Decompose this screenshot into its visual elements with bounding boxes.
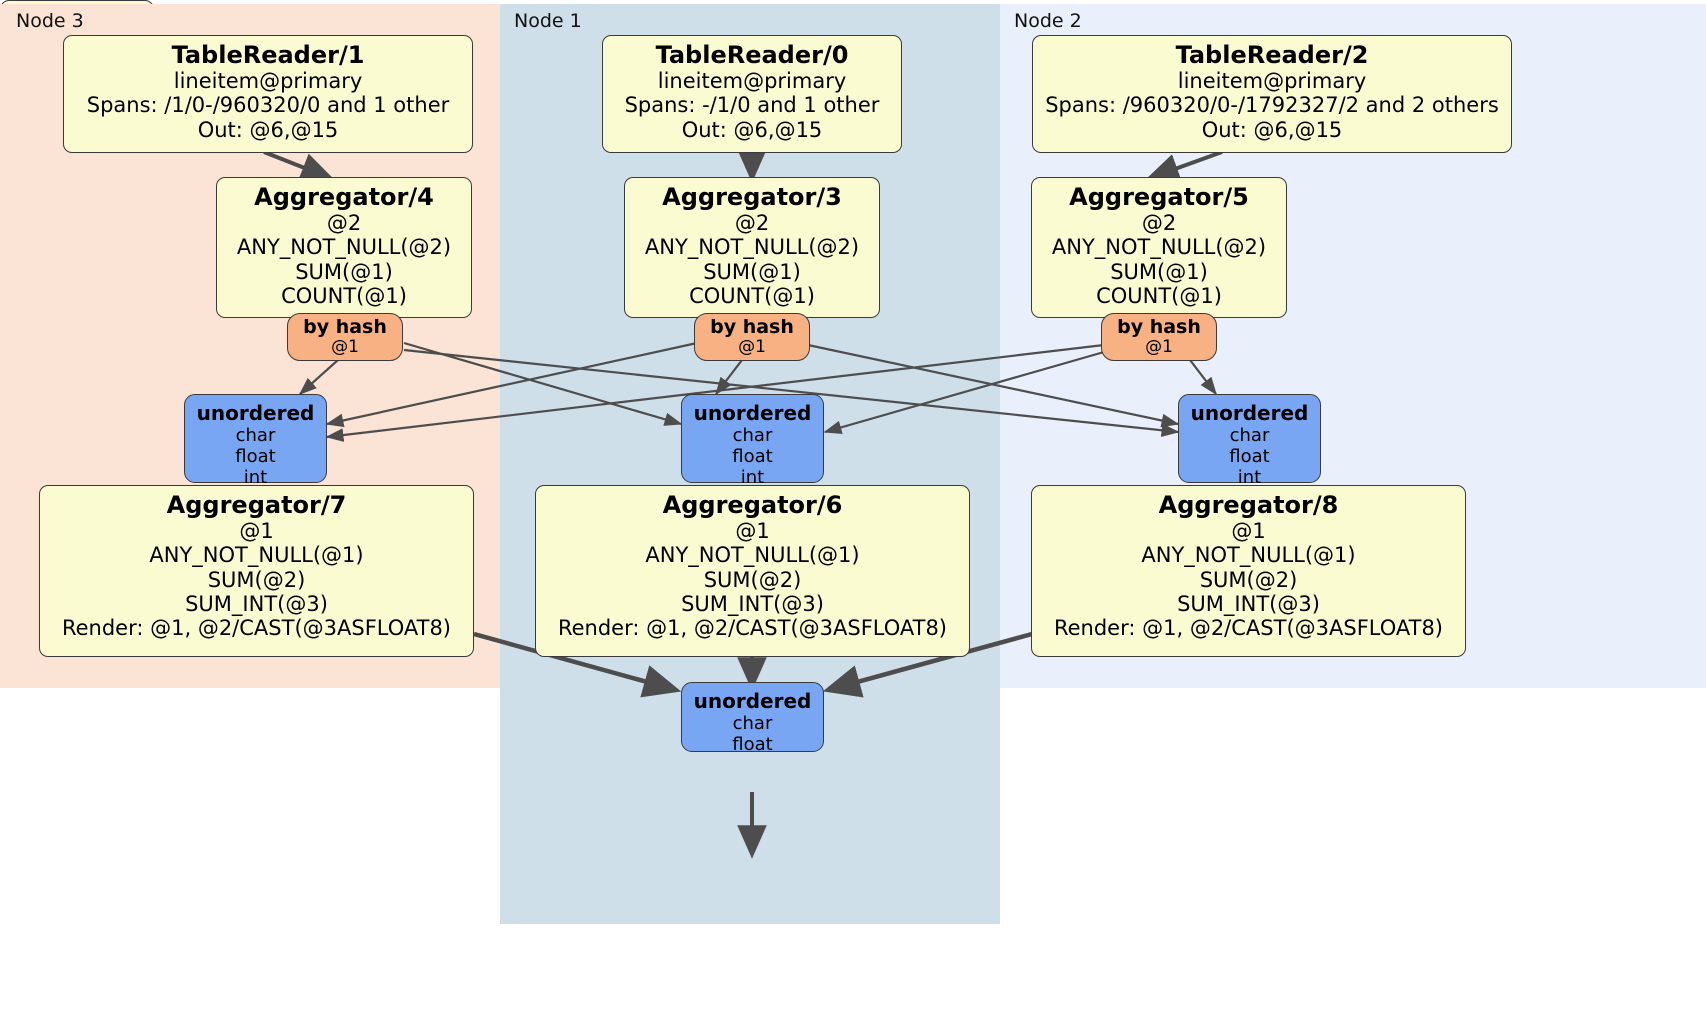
processor-line: COUNT(@1) (1096, 283, 1222, 308)
processor-line: @1 (735, 518, 770, 543)
processor-line: SUM(@1) (1110, 259, 1208, 284)
processor-title: Aggregator/4 (254, 183, 434, 211)
processor-title: TableReader/2 (1175, 41, 1369, 69)
router-by-hash-node3[interactable]: by hash @1 (287, 313, 403, 361)
processor-line: ANY_NOT_NULL(@1) (149, 543, 364, 568)
processor-line: @2 (326, 210, 362, 235)
synchronizer-unordered-final[interactable]: unordered char float (681, 682, 824, 756)
synchronizer-unordered-node2[interactable]: unordered char float int (1178, 394, 1321, 488)
processor-title: Aggregator/8 (1158, 491, 1339, 519)
sync-line: int (243, 467, 268, 489)
router-by-hash-node1[interactable]: by hash @1 (694, 313, 810, 361)
sync-title: unordered (693, 689, 812, 713)
router-line: @1 (738, 336, 766, 357)
processor-line: Render: @1, @2/CAST(@3ASFLOAT8) (61, 616, 452, 641)
processor-line: @1 (239, 518, 274, 543)
processor-line: SUM(@2) (1199, 567, 1298, 592)
processor-line: SUM(@1) (295, 259, 393, 284)
sync-line: char (732, 713, 773, 734)
sync-line: char (1229, 425, 1270, 446)
processor-line: Spans: /960320/0-/1792327/2 and 2 others (1045, 93, 1499, 118)
processor-line: SUM_INT(@3) (185, 591, 328, 616)
processor-line: @2 (1141, 210, 1177, 235)
processor-line: Out: @6,@15 (1201, 117, 1343, 142)
processor-line: lineitem@primary (173, 68, 363, 93)
router-by-hash-node2[interactable]: by hash @1 (1101, 313, 1217, 361)
processor-line: ANY_NOT_NULL(@1) (1141, 543, 1356, 568)
processor-line: Spans: -/1/0 and 1 other (624, 93, 880, 118)
processor-line: COUNT(@1) (689, 283, 815, 308)
sync-line: int (1237, 467, 1262, 489)
processor-line: lineitem@primary (1177, 68, 1367, 93)
processor-line: SUM(@2) (207, 567, 306, 592)
processor-title: Aggregator/7 (166, 491, 347, 519)
processor-aggregator-5[interactable]: Aggregator/5 @2 ANY_NOT_NULL(@2) SUM(@1)… (1031, 177, 1287, 318)
sync-line: float (732, 734, 773, 756)
processor-line: ANY_NOT_NULL(@2) (644, 235, 860, 260)
processor-line: lineitem@primary (657, 68, 847, 93)
processor-line: SUM_INT(@3) (681, 591, 824, 616)
sync-line: float (1229, 446, 1270, 468)
router-title: by hash (303, 316, 387, 339)
processor-line: Out: @6,@15 (197, 117, 339, 142)
processor-line: ANY_NOT_NULL(@1) (645, 543, 860, 568)
synchronizer-unordered-node3[interactable]: unordered char float int (184, 394, 327, 488)
region-label-node-3: Node 3 (16, 10, 84, 32)
processor-line: SUM(@2) (703, 567, 802, 592)
processor-aggregator-6[interactable]: Aggregator/6 @1 ANY_NOT_NULL(@1) SUM(@2)… (535, 485, 970, 657)
processor-tablereader-2[interactable]: TableReader/2 lineitem@primary Spans: /9… (1032, 35, 1512, 153)
sync-title: unordered (1190, 401, 1309, 425)
sync-line: int (740, 467, 765, 489)
processor-aggregator-7[interactable]: Aggregator/7 @1 ANY_NOT_NULL(@1) SUM(@2)… (39, 485, 474, 657)
processor-line: SUM_INT(@3) (1177, 591, 1320, 616)
synchronizer-unordered-node1[interactable]: unordered char float int (681, 394, 824, 488)
processor-line: ANY_NOT_NULL(@2) (236, 235, 452, 260)
processor-line: Render: @1, @2/CAST(@3ASFLOAT8) (1053, 616, 1444, 641)
sync-line: char (235, 425, 276, 446)
processor-tablereader-0[interactable]: TableReader/0 lineitem@primary Spans: -/… (602, 35, 902, 153)
processor-line: @1 (1231, 518, 1266, 543)
processor-title: Aggregator/6 (662, 491, 843, 519)
router-line: @1 (331, 336, 359, 357)
router-title: by hash (710, 316, 794, 339)
processor-title: TableReader/1 (171, 41, 365, 69)
processor-title: TableReader/0 (655, 41, 849, 69)
processor-line: @2 (734, 210, 770, 235)
processor-aggregator-8[interactable]: Aggregator/8 @1 ANY_NOT_NULL(@1) SUM(@2)… (1031, 485, 1466, 657)
processor-tablereader-1[interactable]: TableReader/1 lineitem@primary Spans: /1… (63, 35, 473, 153)
sync-line: char (732, 425, 773, 446)
processor-line: COUNT(@1) (281, 283, 407, 308)
processor-line: ANY_NOT_NULL(@2) (1051, 235, 1267, 260)
region-label-node-1: Node 1 (514, 10, 582, 32)
processor-aggregator-3[interactable]: Aggregator/3 @2 ANY_NOT_NULL(@2) SUM(@1)… (624, 177, 880, 318)
processor-line: SUM(@1) (703, 259, 801, 284)
processor-title: Aggregator/5 (1069, 183, 1249, 211)
sync-title: unordered (196, 401, 315, 425)
sync-title: unordered (693, 401, 812, 425)
sync-line: float (235, 446, 276, 468)
processor-line: Out: @6,@15 (681, 117, 823, 142)
processor-line: Render: @1, @2/CAST(@3ASFLOAT8) (557, 616, 948, 641)
sync-line: float (732, 446, 773, 468)
processor-title: Aggregator/3 (662, 183, 842, 211)
processor-aggregator-4[interactable]: Aggregator/4 @2 ANY_NOT_NULL(@2) SUM(@1)… (216, 177, 472, 318)
router-line: @1 (1145, 336, 1173, 357)
processor-line: Spans: /1/0-/960320/0 and 1 other (86, 93, 450, 118)
router-title: by hash (1117, 316, 1201, 339)
region-label-node-2: Node 2 (1014, 10, 1082, 32)
